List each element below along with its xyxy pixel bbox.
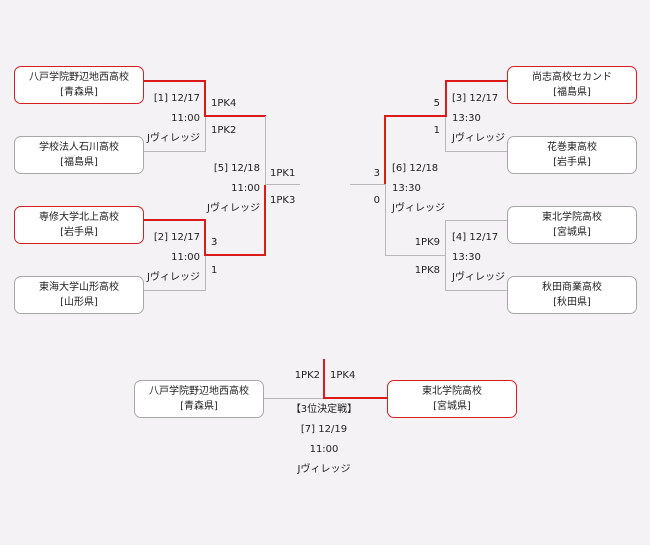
bracket-line-m2-top [144, 219, 206, 221]
score-hachinohe-3rd: 1PK2 [294, 370, 320, 381]
match-label: [1] 12/17 [153, 93, 200, 104]
team-prefecture: [青森県] [180, 401, 218, 412]
match-label: [4] 12/17 [452, 232, 499, 243]
team-prefecture: [秋田県] [553, 297, 591, 308]
match-venue: Jヴィレッジ [147, 272, 200, 283]
bracket-line-m2-bottom [144, 290, 206, 291]
team-name: 東北学院高校 [422, 386, 482, 397]
score-hachinohe: 1PK4 [211, 98, 237, 109]
match-time: 11:00 [171, 113, 200, 124]
match-label: [6] 12/18 [392, 163, 439, 174]
team-name: 尚志高校セカンド [532, 72, 612, 83]
team-name: 専修大学北上高校 [39, 212, 119, 223]
bracket-line-m6-vert-top [384, 115, 386, 185]
match-label: [2] 12/17 [153, 232, 200, 243]
bracket-line-m4-vert-lower [445, 255, 446, 291]
third-place-team-hachinohe[interactable]: 八戸学院野辺地西高校 [青森県] [134, 380, 264, 418]
team-box-shoshi[interactable]: 尚志高校セカンド [福島県] [507, 66, 637, 104]
bracket-line-m1-vert-winner [204, 80, 206, 116]
team-box-hachinohe[interactable]: 八戸学院野辺地西高校 [青森県] [14, 66, 144, 104]
team-name: 花巻東高校 [547, 142, 597, 153]
third-place-team-tohoku[interactable]: 東北学院高校 [宮城県] [387, 380, 517, 418]
bracket-line-m3-bottom [445, 151, 507, 152]
bracket-line-m2-vert-loser [205, 255, 206, 291]
bracket-line-m1-top [144, 80, 206, 82]
bracket-line-m4-bottom [445, 290, 507, 291]
bracket-line-m3-out [385, 115, 447, 117]
score-hanamaki: 1 [433, 125, 440, 136]
team-name: 東北学院高校 [542, 212, 602, 223]
bracket-line-m7-vert [323, 359, 325, 399]
bracket-line-m4-out [385, 255, 446, 256]
team-box-akita[interactable]: 秋田商業高校 [秋田県] [507, 276, 637, 314]
match-venue: Jヴィレッジ [452, 133, 505, 144]
score-tokai: 1 [211, 265, 218, 276]
team-name: 八戸学院野辺地西高校 [149, 386, 249, 397]
score-tohoku-sf: 0 [373, 195, 380, 206]
bracket-line-m2-out [204, 254, 266, 256]
team-prefecture: [山形県] [60, 297, 98, 308]
match-time: 11:00 [231, 183, 260, 194]
bracket-line-m3-vert-loser [445, 116, 446, 152]
team-prefecture: [宮城県] [553, 227, 591, 238]
bracket-line-m3-vert-winner [445, 80, 447, 116]
bracket-line-m7-left [264, 398, 324, 399]
bracket-line-m7-right [323, 397, 387, 399]
bracket-line-m4-top [445, 220, 507, 221]
team-prefecture: [岩手県] [553, 157, 591, 168]
team-prefecture: [宮城県] [433, 401, 471, 412]
team-prefecture: [青森県] [60, 87, 98, 98]
match-venue: Jヴィレッジ [207, 203, 260, 214]
match-label: [3] 12/17 [452, 93, 499, 104]
match-venue: Jヴィレッジ [147, 133, 200, 144]
team-prefecture: [岩手県] [60, 227, 98, 238]
score-shoshi-sf: 3 [373, 168, 380, 179]
team-name: 東海大学山形高校 [39, 282, 119, 293]
match-venue: Jヴィレッジ [297, 464, 351, 475]
match-venue: Jヴィレッジ [452, 272, 505, 283]
score-tohoku-3rd: 1PK4 [330, 370, 356, 381]
bracket-line-m6-vert-bottom [385, 185, 386, 256]
team-name: 学校法人石川高校 [39, 142, 119, 153]
bracket-line-m4-vert-loser [445, 220, 446, 255]
match-time: 11:00 [309, 444, 339, 455]
team-name: 秋田商業高校 [542, 282, 602, 293]
team-box-tohoku[interactable]: 東北学院高校 [宮城県] [507, 206, 637, 244]
match-label: [7] 12/19 [300, 424, 348, 435]
score-akita: 1PK8 [414, 265, 440, 276]
team-box-ishikawa[interactable]: 学校法人石川高校 [福島県] [14, 136, 144, 174]
score-tohoku: 1PK9 [414, 237, 440, 248]
match-venue: Jヴィレッジ [392, 203, 445, 214]
bracket-line-m5-vert-bottom [264, 185, 266, 256]
bracket-line-m2-vert-winner [204, 219, 206, 255]
match-time: 13:30 [452, 252, 481, 263]
team-box-tokai[interactable]: 東海大学山形高校 [山形県] [14, 276, 144, 314]
match-time: 13:30 [392, 183, 421, 194]
match-time: 13:30 [452, 113, 481, 124]
bracket-line-m1-out [204, 115, 266, 117]
score-shoshi: 5 [433, 98, 440, 109]
score-ishikawa: 1PK2 [211, 125, 237, 136]
team-prefecture: [福島県] [60, 157, 98, 168]
team-box-senshu[interactable]: 専修大学北上高校 [岩手県] [14, 206, 144, 244]
match-label: [5] 12/18 [213, 163, 260, 174]
score-senshu: 3 [211, 237, 218, 248]
bracket-line-m3-top [445, 80, 507, 82]
bracket-line-m1-bottom [144, 151, 206, 152]
match-time: 11:00 [171, 252, 200, 263]
team-box-hanamaki[interactable]: 花巻東高校 [岩手県] [507, 136, 637, 174]
third-place-title: 【3位決定戦】 [290, 404, 358, 415]
bracket-line-m6-out [350, 184, 386, 185]
bracket-line-m1-vert-loser [205, 116, 206, 152]
team-name: 八戸学院野辺地西高校 [29, 72, 129, 83]
score-hachinohe-sf: 1PK1 [270, 168, 296, 179]
bracket-line-m5-out [265, 184, 300, 185]
bracket-line-m5-vert-top [265, 116, 266, 185]
score-senshu-sf: 1PK3 [270, 195, 296, 206]
team-prefecture: [福島県] [553, 87, 591, 98]
